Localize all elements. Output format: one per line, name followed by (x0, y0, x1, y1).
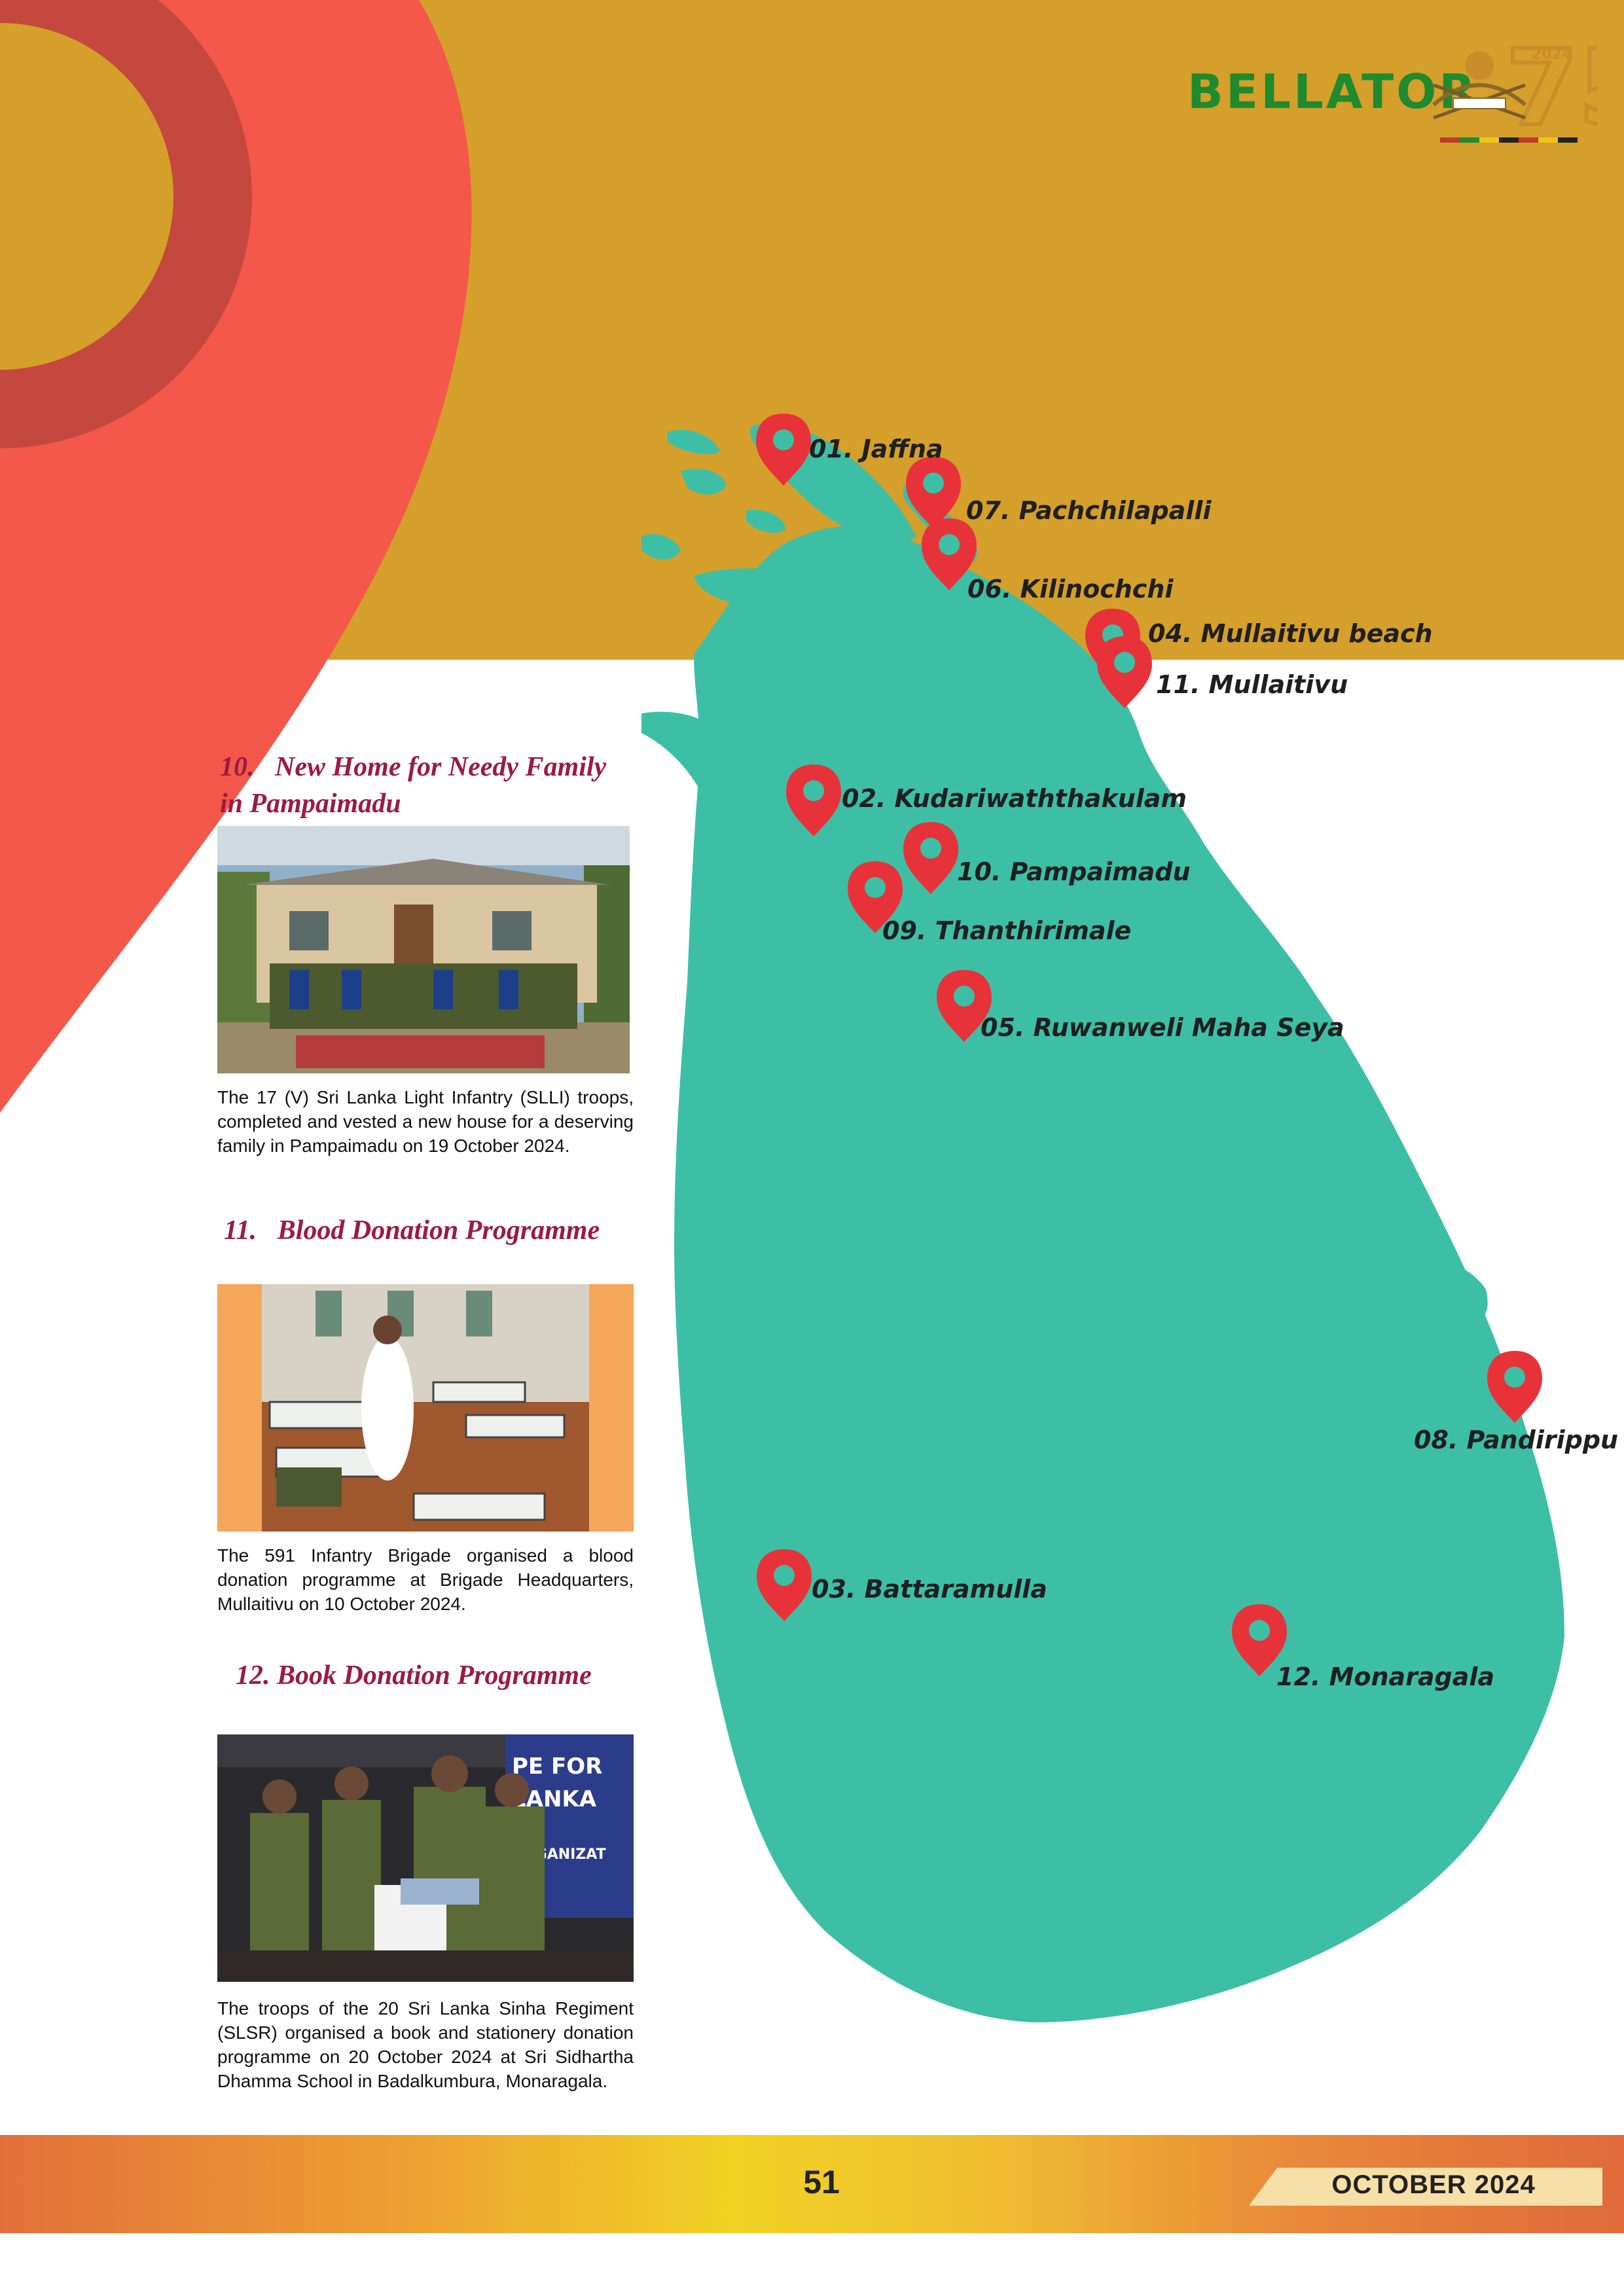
section-caption: The 591 Infantry Brigade organised a blo… (217, 1545, 634, 1614)
map-label: 10. Pampaimadu (957, 857, 1191, 886)
decorative-pin-shape (0, 0, 472, 1113)
map-label: 04. Mullaitivu beach (1148, 619, 1433, 648)
issue-date: OCTOBER 2024 (1331, 2170, 1536, 2199)
photo-new-home-handover (217, 826, 630, 1073)
map-label: 02. Kudariwaththakulam (842, 784, 1187, 813)
banner-text: PE FOR (512, 1753, 602, 1780)
section-number: 10. (220, 752, 255, 782)
section-caption: The 17 (V) Sri Lanka Light Infantry (SLL… (217, 1087, 634, 1156)
map-label: 01. Jaffna (809, 435, 943, 463)
map-label: 07. Pachchilapalli (966, 496, 1212, 525)
page-number: 51 (803, 2164, 840, 2200)
section-heading: 10. New Home for Needy Family in Pampaim… (220, 749, 665, 822)
map-label: 06. Kilinochchi (967, 575, 1174, 603)
map-label: 05. Ruwanweli Maha Seya (981, 1013, 1344, 1042)
magazine-name: BELLATOR (1187, 64, 1478, 119)
map-pin-pachchilapalli (906, 457, 961, 529)
bellator-logo: BELLATOR 75 2024 (1178, 26, 1597, 157)
section-heading: 11. Blood Donation Programme (224, 1212, 669, 1249)
map-label: 11. Mullaitivu (1156, 670, 1348, 699)
section-title: New Home for Needy Family (275, 752, 607, 782)
map-label: 03. Battaramulla (812, 1575, 1047, 1604)
issue-date-box (1249, 2168, 1602, 2206)
map-label: 09. Thanthirimale (882, 916, 1132, 945)
section-title: Blood Donation Programme (277, 1215, 600, 1246)
section-number: 11. (224, 1215, 257, 1246)
emblem-year: 2024 (1532, 46, 1572, 63)
section-title-line2: in Pampaimadu (220, 789, 401, 819)
section-heading: 12. Book Donation Programme (236, 1660, 592, 1691)
section-caption: The troops of the 20 Sri Lanka Sinha Reg… (217, 1998, 634, 2091)
army-75-emblem-icon: 75 2024 (1432, 26, 1597, 151)
map-label: 12. Monaragala (1276, 1662, 1495, 1691)
photo-blood-donation (217, 1284, 634, 1532)
photo-book-donation: PE FOR LANKA ORGANIZAT (217, 1734, 634, 1982)
map-label: 08. Pandirippu (1414, 1426, 1619, 1454)
